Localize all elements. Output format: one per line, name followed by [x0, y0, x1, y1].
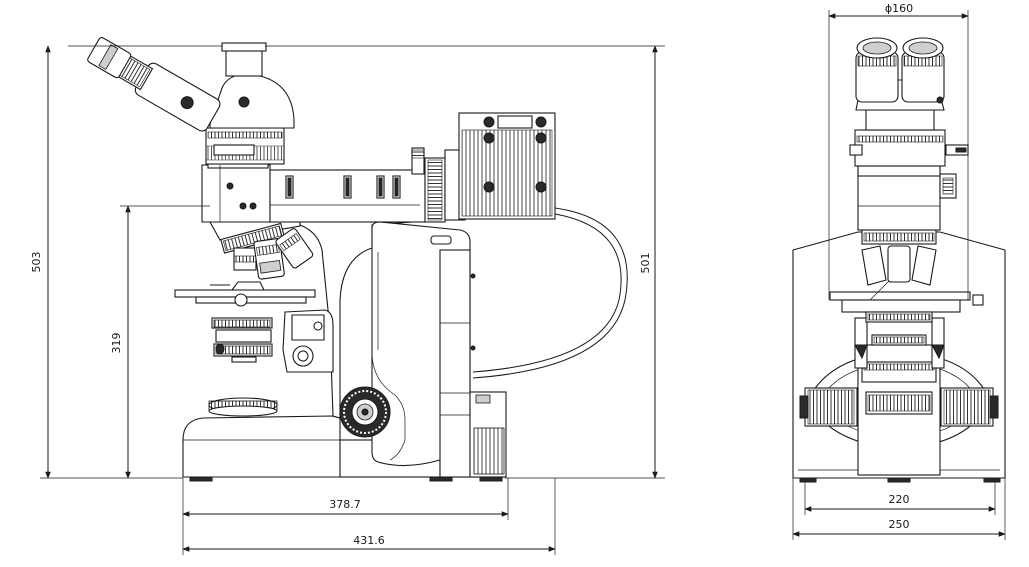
base-inner-label: 220 [889, 493, 910, 506]
right-focus-knob[interactable] [940, 387, 999, 427]
lamp-housing [458, 112, 556, 220]
front-side-brackets [854, 317, 945, 369]
front-stage [829, 279, 984, 323]
side-dimension-lines [40, 45, 665, 555]
eyepiece-width-label: ϕ160 [885, 2, 913, 15]
stage-height-label: 319 [110, 333, 123, 354]
power-supply-box [469, 391, 507, 478]
depth-total-label: 431.6 [353, 534, 385, 547]
total-height-label: 503 [30, 252, 43, 273]
trinocular-head [87, 37, 295, 165]
objective-nosepiece [209, 214, 314, 280]
base-total-label: 250 [889, 518, 910, 531]
front-eyepieces [855, 37, 945, 111]
focus-knob[interactable] [339, 386, 391, 438]
base-collector-lens [208, 397, 278, 417]
left-focus-knob[interactable] [799, 387, 858, 427]
lamp-cable [472, 207, 628, 379]
lamp-height-label: 501 [639, 253, 652, 274]
side-view [40, 37, 665, 555]
microscope-stage [174, 281, 316, 307]
column-rear-panel [439, 249, 476, 478]
front-illuminator [849, 109, 969, 231]
condenser-bracket [282, 309, 334, 373]
front-nosepiece [861, 229, 937, 286]
front-view [792, 10, 1006, 540]
front-dimension-lines [792, 10, 1006, 540]
depth-inner-label: 378.7 [329, 498, 361, 511]
condenser [211, 317, 273, 363]
